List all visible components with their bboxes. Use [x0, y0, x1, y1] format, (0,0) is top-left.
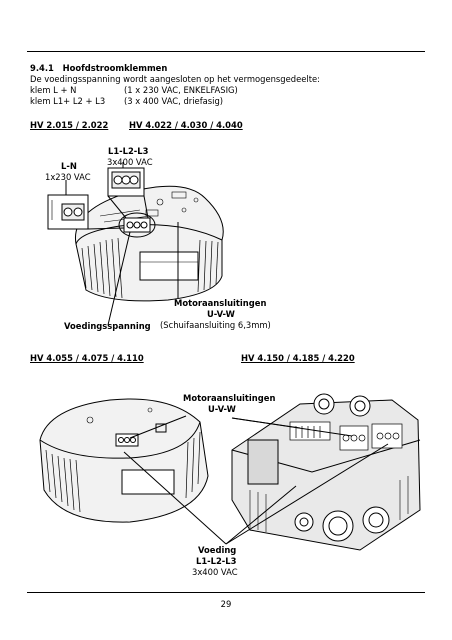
drive-housing-small: [39, 398, 209, 523]
callout-slide-connection: (Schuifaansluiting 6,3mm): [160, 320, 271, 330]
section-heading: 9.4.1 Hoofdstroomklemmen: [30, 63, 168, 73]
terminal-line-1-label: klem L + N: [30, 85, 77, 95]
figure2-model-b: HV 4.150 / 4.185 / 4.220: [241, 353, 355, 363]
callout-1x230-vac: 1x230 VAC: [45, 172, 91, 182]
intro-text: De voedingsspanning wordt aangesloten op…: [30, 74, 320, 84]
terminal-line-1-value: (1 x 230 VAC, ENKELFASIG): [124, 85, 238, 95]
callout-motor-connections: Motoraansluitingen: [174, 298, 267, 308]
callout2-motor-connections: Motoraansluitingen: [183, 393, 276, 403]
figure1-model-b: HV 4.022 / 4.030 / 4.040: [129, 120, 243, 130]
callout2-3x400-vac: 3x400 VAC: [192, 567, 238, 577]
header-rule: [27, 51, 425, 52]
callout-supply-voltage: Voedingsspanning: [64, 321, 151, 331]
drive-housing: [74, 185, 224, 302]
callout-ln: L-N: [61, 161, 77, 171]
callout2-supply: Voeding: [198, 545, 237, 555]
figure2-model-a: HV 4.055 / 4.075 / 4.110: [30, 353, 144, 363]
terminal-line-2-label: klem L1+ L2 + L3: [30, 96, 106, 106]
figure1-drive-drawing: [47, 162, 224, 326]
page-number: 29: [220, 599, 232, 609]
callout2-uvw: U-V-W: [208, 404, 236, 414]
drive-housing-large: [231, 393, 421, 551]
callout-3x400-vac: 3x400 VAC: [107, 157, 153, 167]
footer-rule: [27, 592, 425, 593]
terminal-line-2-value: (3 x 400 VAC, driefasig): [124, 96, 224, 106]
inset-ln-terminal: [47, 194, 125, 230]
callout-l1l2l3: L1-L2-L3: [108, 146, 149, 156]
inset-l1l2l3-terminal: [107, 167, 149, 219]
figure2-drive-drawings: [39, 393, 421, 551]
callout2-l1l2l3: L1-L2-L3: [196, 556, 237, 566]
figure1-model-a: HV 2.015 / 2.022: [30, 120, 109, 130]
callout-uvw: U-V-W: [207, 309, 235, 319]
